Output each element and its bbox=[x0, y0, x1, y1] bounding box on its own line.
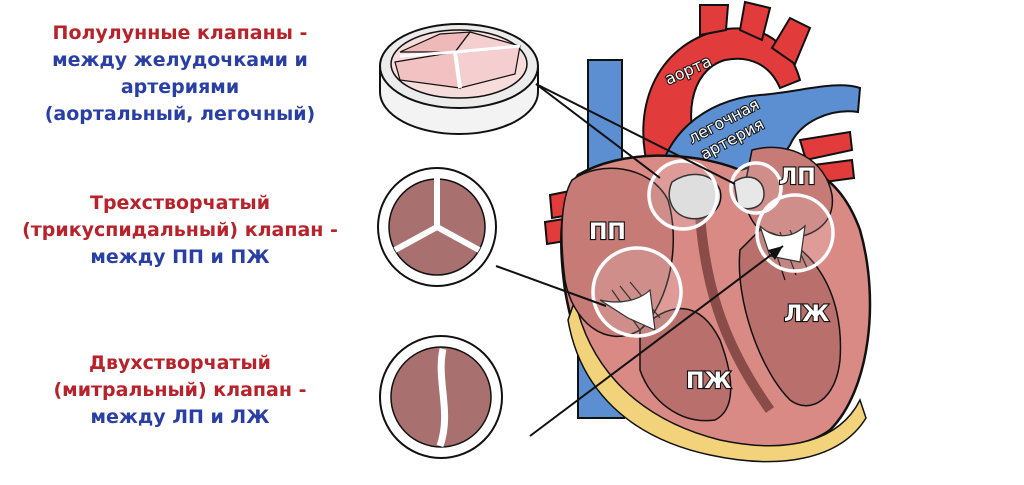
semilunar-desc-2: артериями bbox=[120, 76, 240, 98]
tricuspid-valve-illustration bbox=[377, 167, 497, 287]
pointer-line-semilunar-2 bbox=[535, 83, 736, 185]
pointer-lines bbox=[495, 83, 784, 437]
tricuspid-desc: между ПП и ПЖ bbox=[90, 246, 270, 268]
tricuspid-valve-caption: Трехстворчатый (трикуспидальный) клапан … bbox=[0, 190, 360, 271]
pointer-line-tricuspid bbox=[495, 265, 607, 307]
semilunar-title: Полулунные клапаны - bbox=[52, 22, 308, 44]
mitral-valve-caption: Двухстворчатый (митральный) клапан - меж… bbox=[0, 350, 360, 431]
tricuspid-title-2: (трикуспидальный) клапан - bbox=[22, 219, 338, 241]
mitral-valve-illustration bbox=[379, 335, 503, 459]
semilunar-desc-1: между желудочками и bbox=[52, 49, 308, 71]
pointer-arrowhead-mitral bbox=[768, 246, 783, 260]
label-left-atrium: ЛП bbox=[779, 165, 816, 190]
label-right-ventricle: ПЖ bbox=[686, 369, 731, 394]
semilunar-valve-illustration bbox=[379, 23, 539, 135]
label-left-ventricle: ЛЖ bbox=[784, 302, 829, 327]
semilunar-desc-3: (аортальный, легочный) bbox=[44, 103, 316, 125]
tricuspid-title-1: Трехстворчатый bbox=[89, 192, 271, 214]
mitral-title-1: Двухстворчатый bbox=[89, 352, 271, 374]
semilunar-valves-caption: Полулунные клапаны - между желудочками и… bbox=[0, 20, 360, 128]
mitral-title-2: (митральный) клапан - bbox=[53, 379, 307, 401]
label-right-atrium: ПП bbox=[589, 220, 626, 245]
pointer-line-mitral bbox=[529, 245, 784, 437]
mitral-desc: между ЛП и ЛЖ bbox=[90, 406, 270, 428]
heart-illustration bbox=[543, 0, 872, 463]
pointer-line-semilunar-1 bbox=[535, 83, 661, 179]
